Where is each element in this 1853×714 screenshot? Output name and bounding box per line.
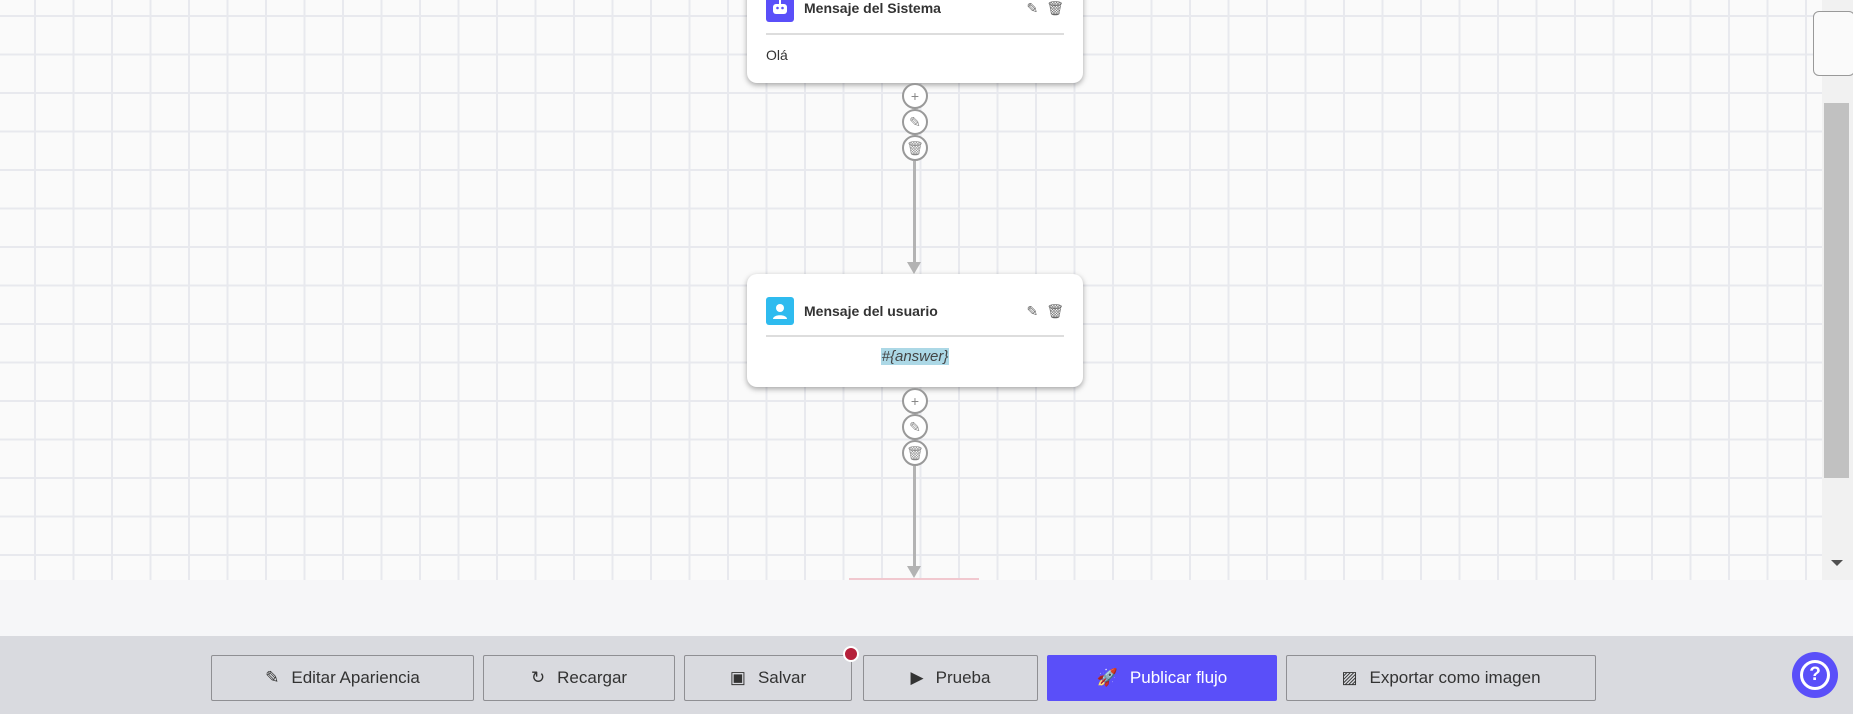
minimap[interactable]: [1813, 11, 1853, 76]
reload-button[interactable]: ↻Recargar: [483, 655, 675, 701]
add-icon[interactable]: +: [902, 388, 928, 414]
trash-icon[interactable]: 🗑: [1046, 302, 1064, 319]
help-button[interactable]: ?: [1792, 652, 1838, 698]
publish-flow-button[interactable]: 🚀Publicar flujo: [1047, 655, 1277, 701]
pencil-icon[interactable]: ✎: [1026, 302, 1039, 319]
arrow-down-icon: [907, 566, 921, 578]
trash-icon[interactable]: 🗑: [902, 440, 928, 466]
node-title: Mensaje del Sistema: [804, 0, 941, 16]
node-system-message[interactable]: Mensaje del Sistema ✎ 🗑 Olá: [747, 0, 1083, 83]
node-body: #{answer}: [880, 348, 950, 365]
refresh-icon: ↻: [530, 668, 546, 687]
unsaved-indicator: [843, 646, 859, 662]
edit-appearance-button[interactable]: ✎Editar Apariencia: [211, 655, 474, 701]
flow-canvas[interactable]: Mensaje del Sistema ✎ 🗑 Olá + ✎ 🗑 Mensaj…: [0, 0, 1822, 580]
pencil-icon[interactable]: ✎: [1026, 0, 1039, 16]
scroll-down-icon[interactable]: [1831, 560, 1843, 566]
image-icon: ▨: [1341, 668, 1358, 687]
next-node-edge: [849, 578, 979, 580]
pencil-icon[interactable]: ✎: [902, 109, 928, 135]
robot-icon: [766, 0, 794, 22]
scrollbar-thumb[interactable]: [1824, 103, 1849, 478]
test-button[interactable]: ▶Prueba: [863, 655, 1038, 701]
export-image-button[interactable]: ▨Exportar como imagen: [1286, 655, 1596, 701]
rocket-icon: 🚀: [1096, 668, 1118, 687]
trash-icon[interactable]: 🗑: [1046, 0, 1064, 16]
play-icon: ▶: [910, 668, 924, 687]
save-button[interactable]: ▣Salvar: [684, 655, 852, 701]
user-icon: [766, 297, 794, 325]
pencil-icon[interactable]: ✎: [902, 414, 928, 440]
node-title: Mensaje del usuario: [804, 303, 938, 319]
node-user-message[interactable]: Mensaje del usuario ✎ 🗑 #{answer}: [747, 274, 1083, 387]
help-icon: ?: [1800, 660, 1830, 690]
edit-icon: ✎: [265, 668, 280, 687]
add-icon[interactable]: +: [902, 83, 928, 109]
arrow-down-icon: [907, 262, 921, 274]
node-body: Olá: [766, 47, 788, 63]
save-icon: ▣: [729, 668, 746, 687]
connector-line: [913, 466, 916, 570]
bottom-toolbar: ✎Editar Apariencia ↻Recargar ▣Salvar ▶Pr…: [0, 636, 1853, 714]
connector-line: [913, 161, 916, 263]
scrollbar[interactable]: [1822, 0, 1853, 580]
trash-icon[interactable]: 🗑: [902, 135, 928, 161]
